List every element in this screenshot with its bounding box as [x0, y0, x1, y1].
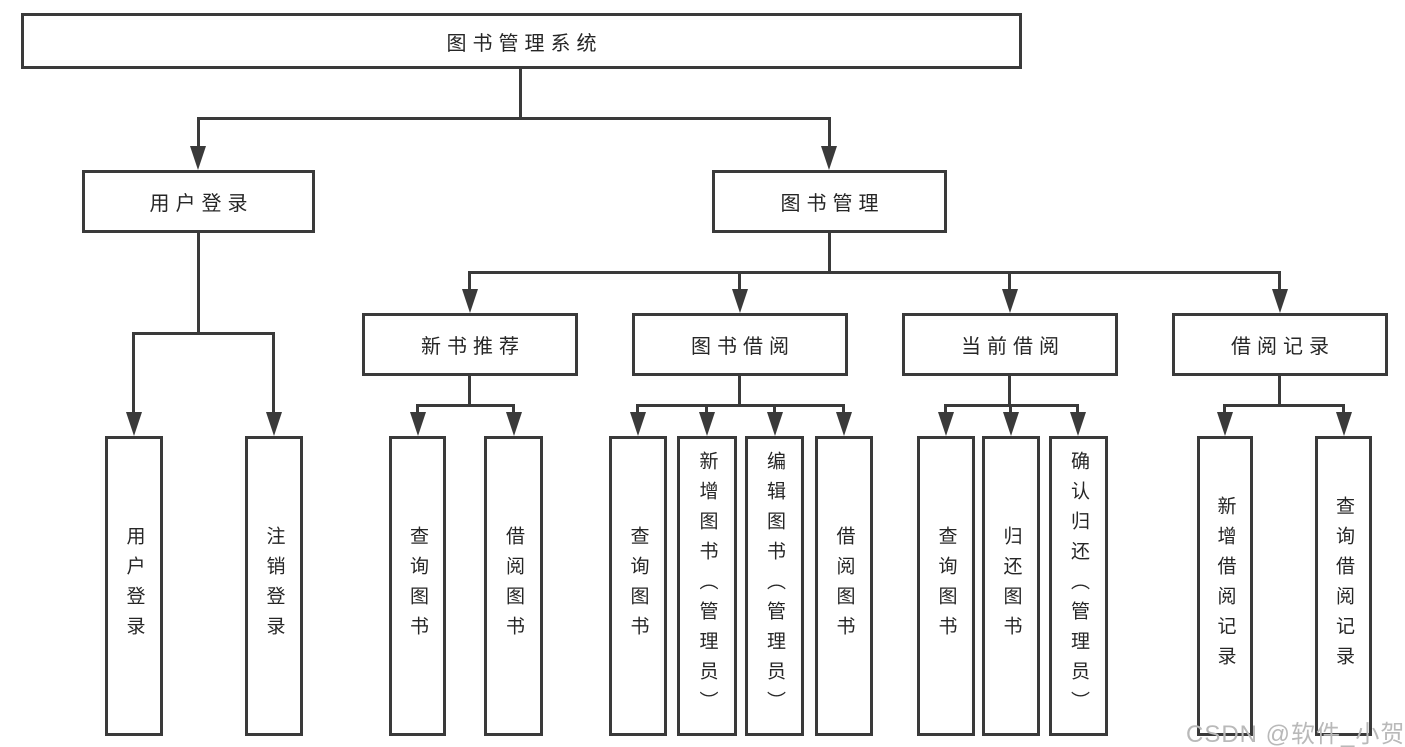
connector-line [197, 117, 831, 120]
connector-line [512, 404, 515, 414]
node-book-management: 图书管理 [712, 170, 947, 233]
connector-line [1342, 404, 1345, 414]
connector-line [738, 271, 741, 291]
node-current-borrow: 当前借阅 [902, 313, 1118, 376]
connector-line [773, 404, 776, 414]
arrow-down-icon [1336, 412, 1352, 436]
leaf-add-borrow-record: 新增借阅记录 [1197, 436, 1253, 736]
connector-line [416, 404, 515, 407]
connector-line [1008, 271, 1011, 291]
arrow-down-icon [821, 146, 837, 170]
arrow-down-icon [1002, 289, 1018, 313]
node-user-login: 用户登录 [82, 170, 315, 233]
connector-line [1223, 404, 1345, 407]
node-borrow-records: 借阅记录 [1172, 313, 1388, 376]
connector-line [1009, 404, 1012, 414]
node-new-book-recommend: 新书推荐 [362, 313, 578, 376]
connector-line [468, 271, 1281, 274]
arrow-down-icon [1272, 289, 1288, 313]
connector-line [132, 332, 275, 335]
connector-line [132, 332, 135, 414]
arrow-down-icon [630, 412, 646, 436]
arrow-down-icon [190, 146, 206, 170]
connector-line [636, 404, 845, 407]
leaf-query-books-1: 查询图书 [389, 436, 446, 736]
connector-line [468, 374, 471, 407]
connector-line [705, 404, 708, 414]
arrow-down-icon [266, 412, 282, 436]
connector-line [738, 374, 741, 407]
leaf-borrow-books-1: 借阅图书 [484, 436, 543, 736]
connector-line [197, 233, 200, 334]
connector-line [519, 69, 522, 118]
connector-line [197, 117, 200, 150]
connector-line [944, 404, 947, 414]
leaf-confirm-return-admin: 确认归还（管理员） [1049, 436, 1108, 736]
connector-line [416, 404, 419, 414]
arrow-down-icon [1070, 412, 1086, 436]
node-book-borrow: 图书借阅 [632, 313, 848, 376]
connector-line [842, 404, 845, 414]
connector-line [1223, 404, 1226, 414]
connector-line [468, 271, 471, 291]
arrow-down-icon [938, 412, 954, 436]
connector-line [1278, 374, 1281, 407]
connector-line [1008, 374, 1011, 407]
arrow-down-icon [1003, 412, 1019, 436]
node-root: 图书管理系统 [21, 13, 1022, 69]
arrow-down-icon [1217, 412, 1233, 436]
arrow-down-icon [506, 412, 522, 436]
connector-line [828, 117, 831, 150]
arrow-down-icon [699, 412, 715, 436]
leaf-query-books-2: 查询图书 [609, 436, 667, 736]
leaf-edit-books-admin: 编辑图书（管理员） [745, 436, 804, 736]
arrow-down-icon [732, 289, 748, 313]
leaf-add-books-admin: 新增图书（管理员） [677, 436, 737, 736]
leaf-query-books-3: 查询图书 [917, 436, 975, 736]
leaf-return-books: 归还图书 [982, 436, 1040, 736]
leaf-logout: 注销登录 [245, 436, 303, 736]
connector-line [828, 233, 831, 273]
arrow-down-icon [767, 412, 783, 436]
watermark: CSDN @软件_小贺同学 [1186, 721, 1405, 747]
connector-line [272, 332, 275, 414]
leaf-borrow-books-2: 借阅图书 [815, 436, 873, 736]
arrow-down-icon [462, 289, 478, 313]
arrow-down-icon [410, 412, 426, 436]
arrow-down-icon [126, 412, 142, 436]
connector-line [636, 404, 639, 414]
connector-line [1076, 404, 1079, 414]
arrow-down-icon [836, 412, 852, 436]
connector-line [1278, 271, 1281, 291]
leaf-query-borrow-record: 查询借阅记录 [1315, 436, 1372, 736]
leaf-user-login: 用户登录 [105, 436, 163, 736]
